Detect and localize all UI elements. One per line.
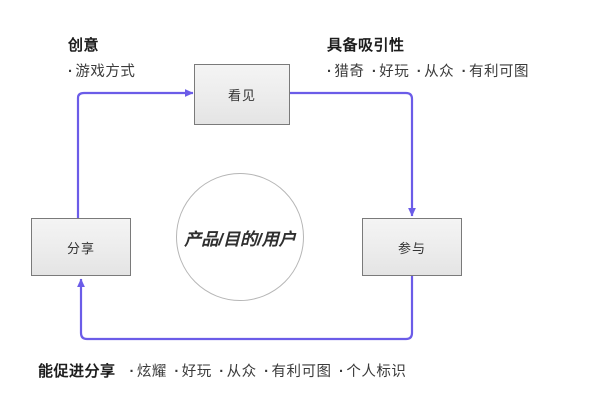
wire-share-to-see [76,89,194,276]
annotation-item: 有利可图 [264,364,331,380]
node-share[interactable]: 分享 [31,218,131,276]
node-see-label: 看见 [227,88,256,103]
annotation-item: 炫耀 [130,364,167,380]
wire-join-to-share [77,276,414,341]
annotation-item: 好玩 [174,364,211,380]
annotation-item: 游戏方式 [68,64,135,80]
annotation-idea-heading: 创意 [68,37,100,54]
node-join[interactable]: 参与 [362,218,462,276]
annotation-item: 从众 [219,364,256,380]
annotation-share-heading: 能促进分享 [38,363,116,380]
node-share-label: 分享 [66,240,95,256]
annotation-item: 好玩 [372,64,409,80]
annotation-attract-items: 猎奇 好玩 从众 有利可图 [327,60,532,81]
wire-see-to-join [290,91,416,217]
annotation-item: 从众 [417,64,454,80]
core-circle: 产品/目的/用户 [176,173,304,301]
annotation-idea-items: 游戏方式 [68,60,138,81]
annotation-idea: 创意 游戏方式 [68,34,138,81]
annotation-attract: 具备吸引性 猎奇 好玩 从众 有利可图 [327,34,532,81]
annotation-share: 能促进分享 炫耀 好玩 从众 有利可图 个人标识 [38,360,409,381]
annotation-attract-heading: 具备吸引性 [327,37,405,54]
annotation-item: 个人标识 [339,364,406,380]
node-join-label: 参与 [397,240,426,256]
annotation-share-items: 炫耀 好玩 从众 有利可图 个人标识 [130,360,410,381]
core-label: 产品/目的/用户 [184,229,296,249]
node-see[interactable]: 看见 [194,64,290,125]
annotation-item: 猎奇 [327,64,364,80]
annotation-item: 有利可图 [462,64,529,80]
